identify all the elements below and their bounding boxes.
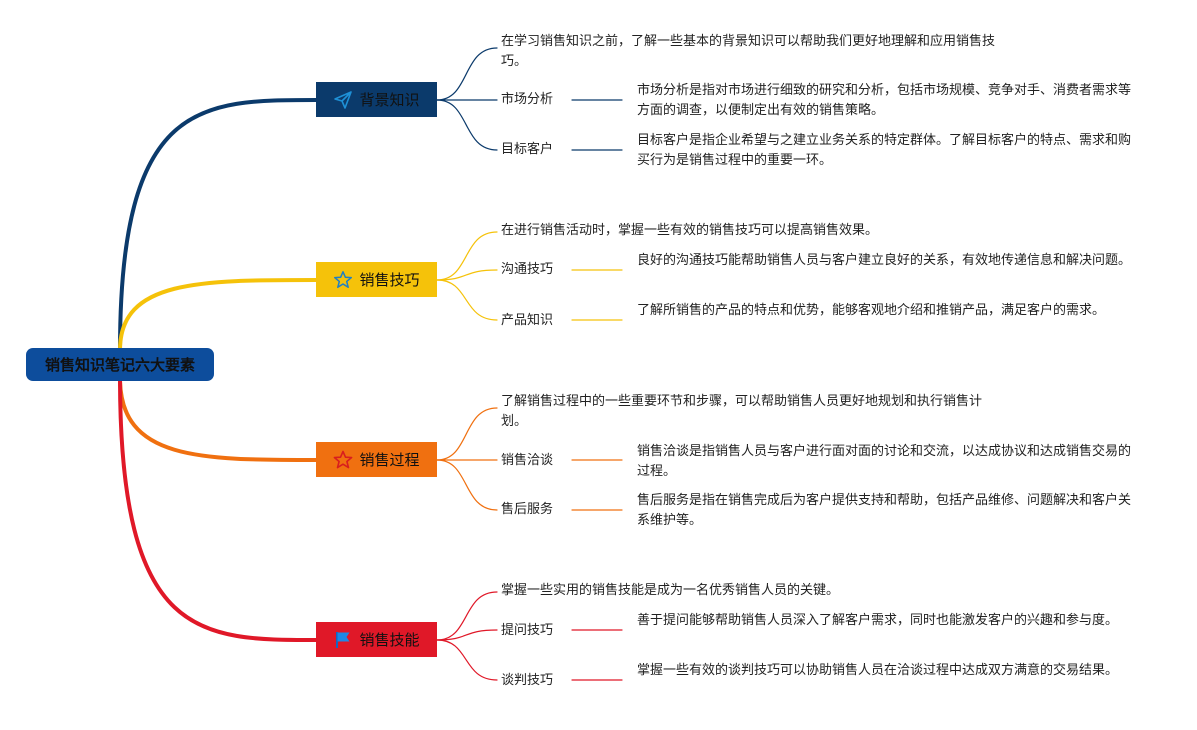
branch-intro: 在进行销售活动时，掌握一些有效的销售技巧可以提高销售效果。: [501, 223, 879, 238]
branch-connector: [118, 376, 318, 642]
sub-topic-market-analysis[interactable]: 市场分析: [501, 92, 554, 107]
intro-connector: [436, 591, 498, 641]
branch-sales-process[interactable]: 销售过程: [316, 442, 437, 477]
sub-topic-negotiation[interactable]: 销售洽谈: [501, 453, 554, 468]
sub-topic-after-sales[interactable]: 售后服务: [501, 502, 554, 517]
branch-intro: 了解销售过程中的一些重要环节和步骤，可以帮助销售人员更好地规划和执行销售计划。: [501, 394, 983, 429]
sub-topic-desc: 售后服务是指在销售完成后为客户提供支持和帮助，包括产品维修、问题解决和客户关系维…: [637, 493, 1132, 528]
root-topic[interactable]: 销售知识笔记六大要素: [26, 348, 214, 381]
sub-topic-desc: 良好的沟通技巧能帮助销售人员与客户建立良好的关系，有效地传递信息和解决问题。: [637, 253, 1132, 268]
sub-topic-desc: 掌握一些有效的谈判技巧可以协助销售人员在洽谈过程中达成双方满意的交易结果。: [637, 663, 1119, 678]
branch-background-knowledge[interactable]: 背景知识: [316, 82, 437, 117]
sub-topic-desc: 销售洽谈是指销售人员与客户进行面对面的讨论和交流，以达成协议和达成销售交易的过程…: [637, 444, 1132, 479]
sub-connector: [436, 99, 498, 151]
branch-sales-abilities[interactable]: 销售技能: [316, 622, 437, 657]
branch-connector: [118, 278, 318, 352]
branch-label: 销售过程: [359, 451, 420, 469]
branch-connector: [118, 98, 318, 352]
branch-connector: [118, 376, 318, 462]
root-topic-label: 销售知识笔记六大要素: [44, 356, 195, 374]
intro-connector: [436, 47, 498, 101]
intro-connector: [436, 407, 498, 461]
sub-topic-product-knowledge[interactable]: 产品知识: [501, 313, 554, 328]
sub-connector: [436, 629, 498, 641]
sub-connector: [436, 269, 498, 281]
branch-label: 背景知识: [359, 91, 420, 109]
star-icon: [333, 270, 353, 290]
sub-topic-desc: 善于提问能够帮助销售人员深入了解客户需求，同时也能激发客户的兴趣和参与度。: [637, 613, 1119, 628]
star-outline-icon: [333, 450, 353, 470]
branch-sales-skills[interactable]: 销售技巧: [316, 262, 437, 297]
sub-topic-desc: 目标客户是指企业希望与之建立业务关系的特定群体。了解目标客户的特点、需求和购买行…: [637, 133, 1132, 168]
sub-topic-questioning[interactable]: 提问技巧: [501, 623, 554, 638]
branch-intro: 掌握一些实用的销售技能是成为一名优秀销售人员的关键。: [501, 583, 840, 598]
sub-connector: [436, 279, 498, 321]
paper-plane-icon: [333, 90, 353, 110]
sub-connector: [436, 459, 498, 511]
sub-connector: [436, 639, 498, 681]
sub-topic-target-customer[interactable]: 目标客户: [501, 142, 554, 157]
sub-topic-negotiation-skills[interactable]: 谈判技巧: [501, 673, 554, 688]
branch-label: 销售技能: [359, 631, 420, 649]
flag-icon: [333, 630, 353, 650]
sub-topic-communication[interactable]: 沟通技巧: [501, 262, 554, 277]
sub-topic-desc: 了解所销售的产品的特点和优势，能够客观地介绍和推销产品，满足客户的需求。: [637, 303, 1106, 318]
sub-topic-desc: 市场分析是指对市场进行细致的研究和分析，包括市场规模、竞争对手、消费者需求等方面…: [637, 83, 1132, 118]
intro-connector: [436, 231, 498, 281]
branch-label: 销售技巧: [359, 271, 420, 289]
branch-intro: 在学习销售知识之前，了解一些基本的背景知识可以帮助我们更好地理解和应用销售技巧。: [501, 34, 996, 69]
